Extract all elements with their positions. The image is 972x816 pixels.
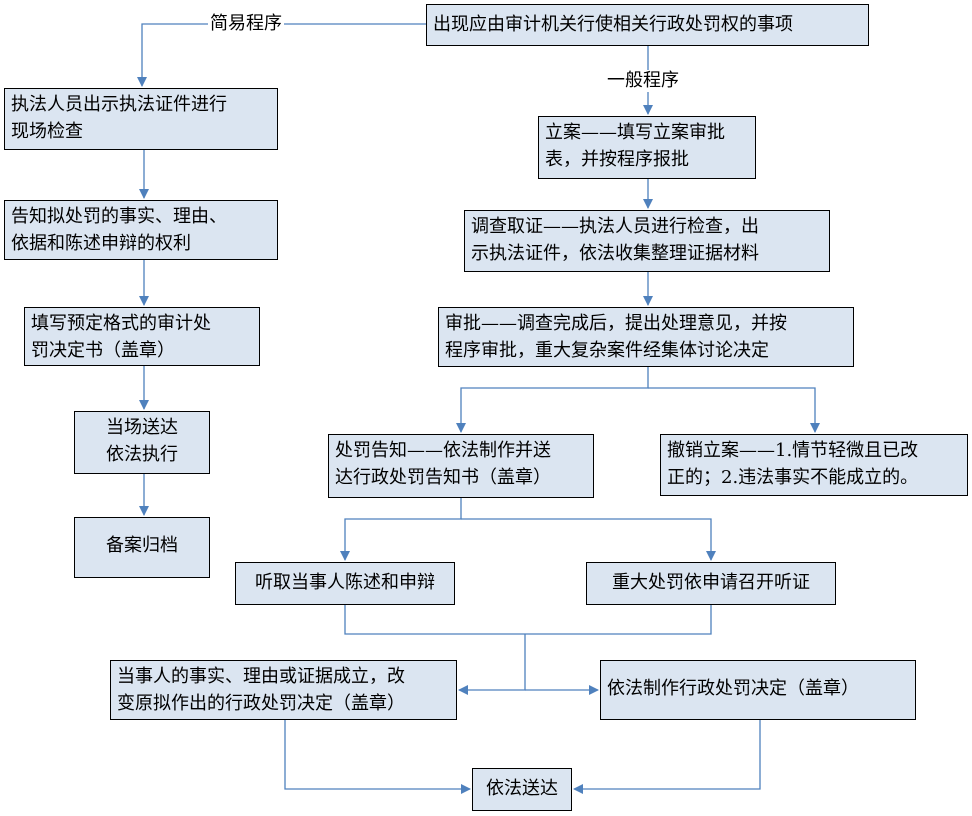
edge-g4-to-g7 (461, 518, 716, 561)
edge-g8-to-end (284, 720, 471, 794)
edge-merge-to-g8 (458, 634, 526, 695)
node-general-approval: 审批——调查完成后，提出处理意见，并按 程序审批，重大复杂案件经集体讨论决定 (438, 307, 854, 367)
node-simple-archive: 备案归档 (74, 517, 210, 578)
edge-g3-to-g5 (648, 387, 820, 433)
branch-label-simple: 简易程序 (208, 13, 284, 35)
node-general-hearing: 重大处罚依申请召开听证 (586, 562, 836, 605)
edge-g9-to-end (573, 720, 761, 794)
node-simple-decision-form: 填写预定格式的审计处 罚决定书（盖章） (24, 307, 260, 366)
node-general-filing: 立案——填写立案审批 表，并按程序报批 (538, 116, 756, 179)
node-general-hear-statement: 听取当事人陈述和申辩 (235, 562, 455, 605)
node-simple-inspection: 执法人员出示执法证件进行 现场检查 (4, 88, 278, 150)
node-general-revoke-case: 撤销立案——1.情节轻微且已改 正的；2.违法事实不能成立的。 (660, 434, 968, 496)
node-start: 出现应由审计机关行使相关行政处罚权的事项 (426, 4, 869, 46)
node-simple-notify: 告知拟处罚的事实、理由、 依据和陈述申辩的权利 (4, 200, 278, 260)
node-general-penalty-notice: 处罚告知——依法制作并送 达行政处罚告知书（盖章） (328, 434, 594, 498)
edge-g4-to-g6 (340, 498, 462, 561)
node-general-change-decision: 当事人的事实、理由或证据成立，改 变原拟作出的行政处罚决定（盖章） (110, 660, 457, 720)
node-general-investigation: 调查取证——执法人员进行检查，出 示执法证件，依法收集整理证据材料 (464, 210, 830, 272)
branch-label-general: 一般程序 (605, 70, 681, 92)
edge-g3-to-g4 (456, 367, 649, 433)
node-general-make-decision: 依法制作行政处罚决定（盖章） (600, 660, 916, 720)
node-simple-deliver: 当场送达 依法执行 (74, 411, 210, 474)
edge-start-to-s1 (137, 23, 426, 87)
node-end-deliver: 依法送达 (472, 768, 572, 811)
edge-g6-merge (344, 605, 712, 635)
